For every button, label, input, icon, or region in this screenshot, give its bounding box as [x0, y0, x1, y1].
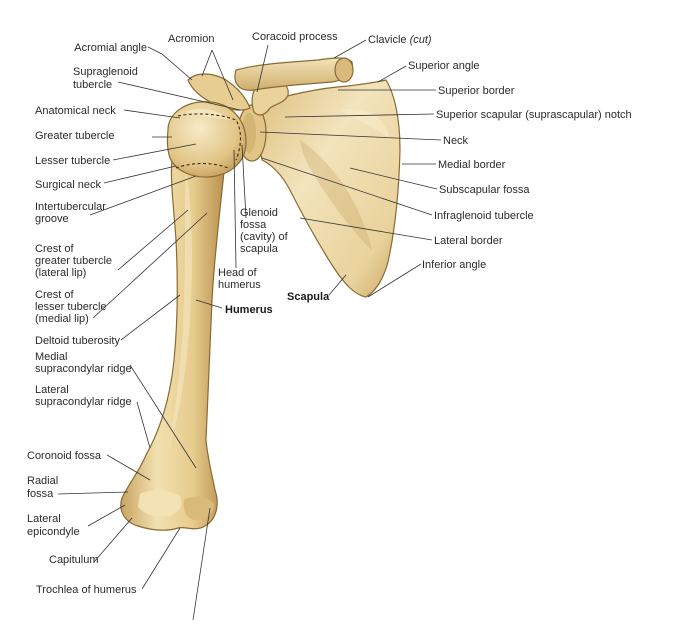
label-scapula: Scapula — [287, 291, 330, 303]
label-lateral-supracondylar-1: Lateral — [35, 384, 69, 396]
label-crest-greater-3: (lateral lip) — [35, 267, 86, 279]
label-acromial-angle: Acromial angle — [74, 42, 147, 54]
label-head-of-humerus-2: humerus — [218, 279, 261, 291]
label-inferior-angle: Inferior angle — [422, 259, 486, 271]
label-glenoid-fossa-2: fossa — [240, 219, 267, 231]
scapula-bone — [256, 79, 401, 298]
clavicle-bone — [234, 57, 354, 91]
label-suprascapular-notch: Superior scapular (suprascapular) notch — [436, 109, 632, 121]
humerus-bone — [120, 148, 226, 531]
label-anatomical-neck: Anatomical neck — [35, 105, 116, 117]
label-superior-angle: Superior angle — [408, 60, 480, 72]
label-capitulum: Capitulum — [49, 554, 99, 566]
label-subscapular-fossa: Subscapular fossa — [439, 184, 530, 196]
label-greater-tubercle: Greater tubercle — [35, 130, 114, 142]
label-coracoid-process: Coracoid process — [252, 31, 338, 43]
anatomical-neck-line — [177, 113, 242, 161]
label-medial-border: Medial border — [438, 159, 506, 171]
label-glenoid-fossa-4: scapula — [240, 243, 279, 255]
label-head-of-humerus-1: Head of — [218, 267, 257, 279]
label-radial-fossa-1: Radial — [27, 475, 58, 487]
label-medial-supracondylar-2: supracondylar ridge — [35, 363, 132, 375]
label-lateral-border: Lateral border — [434, 235, 503, 247]
labels: Acromial angle Acromion Coracoid process… — [27, 31, 632, 596]
label-glenoid-fossa-3: (cavity) of — [240, 231, 289, 243]
label-acromion: Acromion — [168, 33, 214, 45]
label-radial-fossa-2: fossa — [27, 488, 54, 500]
label-supraglenoid-tubercle-2: tubercle — [73, 79, 112, 91]
label-infraglenoid-tubercle: Infraglenoid tubercle — [434, 210, 534, 222]
label-humerus: Humerus — [225, 304, 273, 316]
label-neck: Neck — [443, 135, 469, 147]
label-crest-lesser-3: (medial lip) — [35, 313, 89, 325]
label-coronoid-fossa: Coronoid fossa — [27, 450, 102, 462]
label-deltoid-tuberosity: Deltoid tuberosity — [35, 335, 120, 347]
label-crest-lesser-2: lesser tubercle — [35, 301, 107, 313]
label-lateral-epicondyle-2: epicondyle — [27, 526, 80, 538]
label-crest-lesser-1: Crest of — [35, 289, 74, 301]
label-lateral-epicondyle-1: Lateral — [27, 513, 61, 525]
label-surgical-neck: Surgical neck — [35, 179, 102, 191]
label-medial-supracondylar-1: Medial — [35, 351, 67, 363]
label-lateral-supracondylar-2: supracondylar ridge — [35, 396, 132, 408]
label-supraglenoid-tubercle-1: Supraglenoid — [73, 66, 138, 78]
label-intertubercular-groove-1: Intertubercular — [35, 201, 106, 213]
label-crest-greater-1: Crest of — [35, 243, 74, 255]
label-lesser-tubercle: Lesser tubercle — [35, 155, 110, 167]
label-trochlea: Trochlea of humerus — [36, 584, 137, 596]
leader-lines — [57, 39, 442, 621]
label-clavicle: Clavicle (cut) — [368, 34, 432, 46]
label-glenoid-fossa-1: Glenoid — [240, 207, 278, 219]
label-superior-border: Superior border — [438, 85, 515, 97]
label-crest-greater-2: greater tubercle — [35, 255, 112, 267]
label-intertubercular-groove-2: groove — [35, 213, 69, 225]
acromion-bone — [187, 73, 251, 111]
